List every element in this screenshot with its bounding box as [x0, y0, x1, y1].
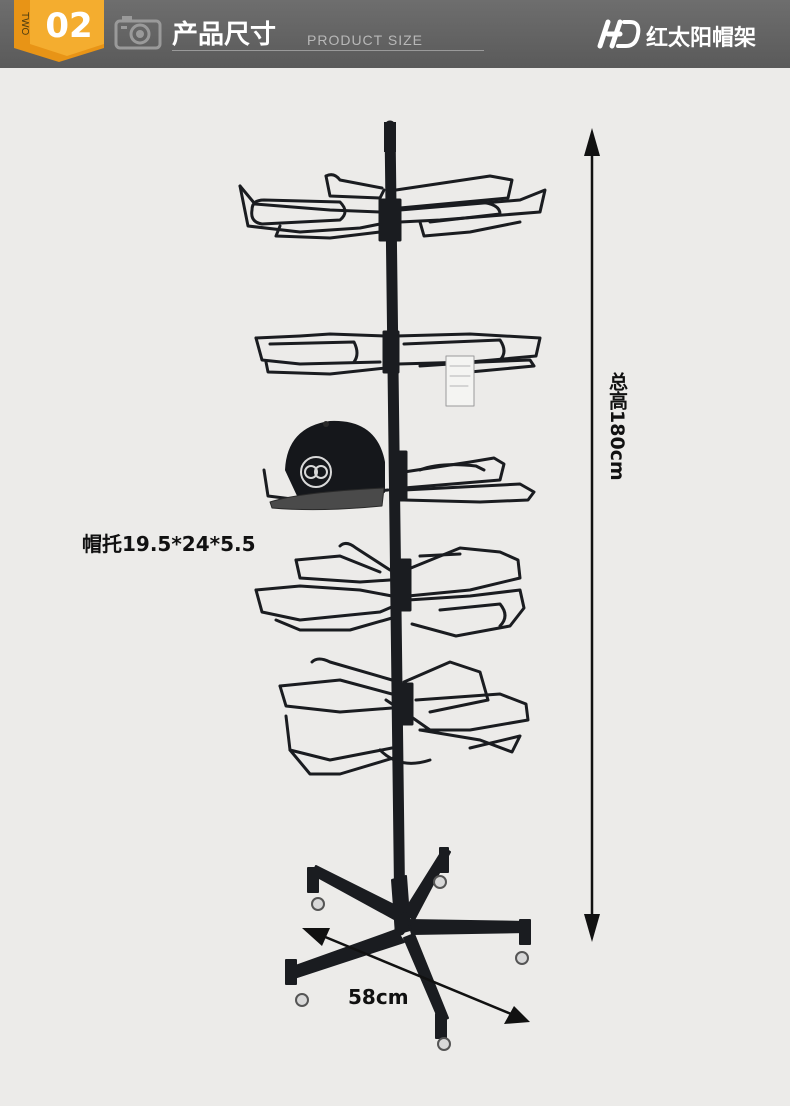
base-width-arrow [302, 928, 530, 1024]
total-height-label: 总高180cm [606, 372, 628, 481]
camera-icon [114, 16, 162, 50]
rack-tier-4 [254, 541, 526, 638]
rack-tier-1 [238, 173, 547, 242]
baseball-cap [269, 420, 385, 511]
brand-name: 红太阳帽架 [646, 26, 757, 51]
base-width-label: 58cm [348, 985, 409, 1009]
rack-tier-5 [278, 657, 530, 776]
hat-holder-size-label: 帽托19.5*24*5.5 [82, 532, 256, 556]
hang-tag [445, 355, 475, 407]
caster-wheels [295, 875, 529, 1051]
hat-rack-illustration [238, 120, 600, 1051]
title-divider [172, 50, 484, 51]
height-arrow [584, 128, 600, 942]
section-badge: TWO 02 [14, 0, 104, 62]
section-title: 产品尺寸 [172, 20, 277, 50]
section-subtitle: PRODUCT SIZE [307, 32, 423, 48]
rack-tier-2 [254, 330, 542, 376]
badge-side-text: TWO [19, 12, 30, 36]
hd-logo-icon [597, 19, 641, 49]
badge-number: 02 [45, 6, 93, 46]
header-bar: TWO 02 产品尺寸 PRODUCT SIZE 红太阳帽架 [0, 0, 790, 68]
central-pole [384, 120, 406, 936]
rack-tier-3 [262, 450, 536, 504]
